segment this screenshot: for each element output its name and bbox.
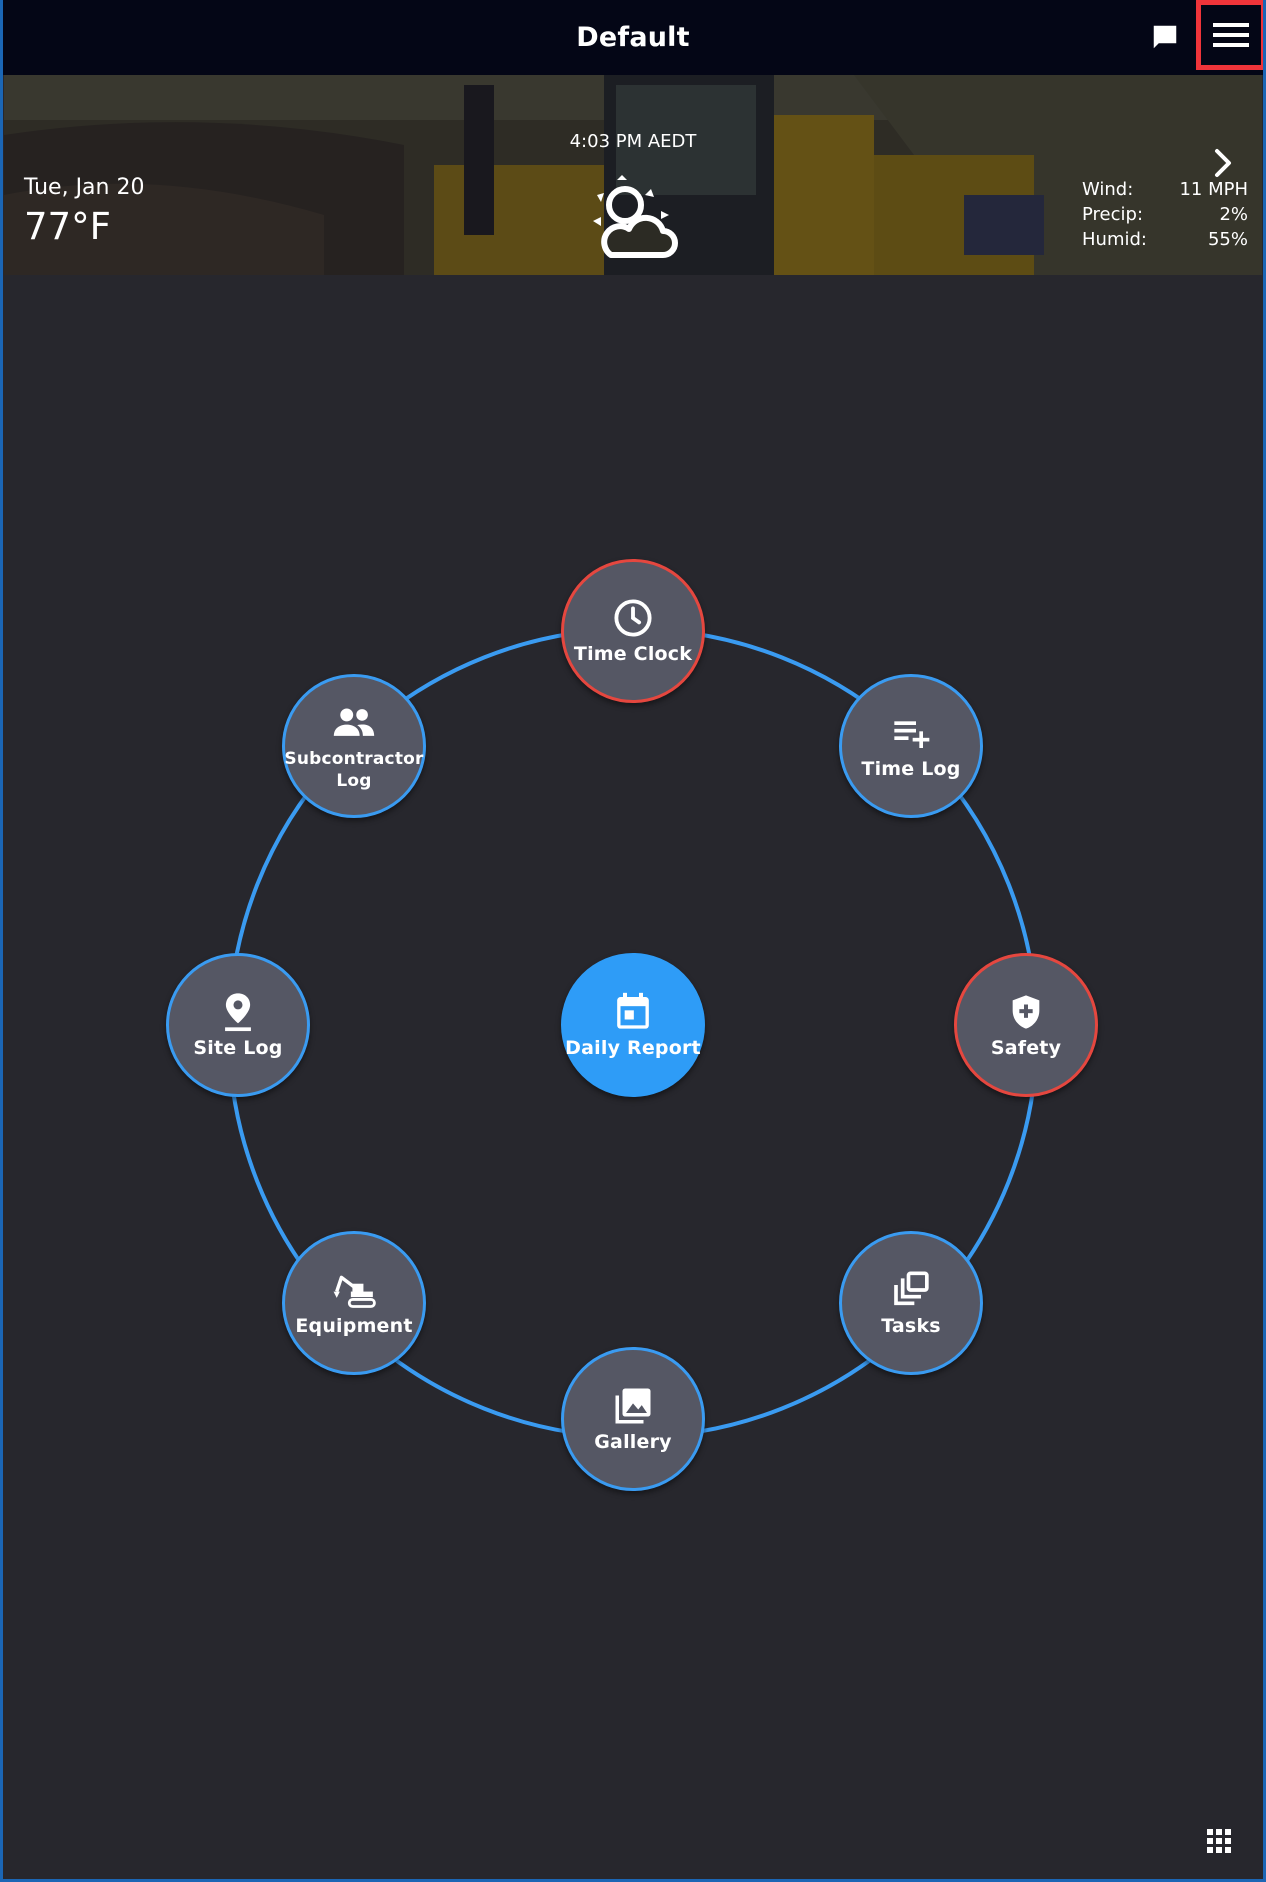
weather-temperature: 77°F bbox=[24, 205, 111, 248]
gallery-button[interactable]: Gallery bbox=[561, 1347, 705, 1491]
photo-library-icon bbox=[615, 1388, 651, 1424]
weather-time: 4:03 PM AEDT bbox=[569, 131, 697, 152]
equipment-button[interactable]: Equipment bbox=[282, 1231, 426, 1375]
chevron-right-icon[interactable] bbox=[1208, 145, 1238, 181]
map-pin-icon bbox=[225, 993, 251, 1032]
subcontractor-log-button[interactable]: Subcontractor Log bbox=[282, 674, 426, 818]
site-log-button[interactable]: Site Log bbox=[166, 953, 310, 1097]
playlist-add-icon bbox=[894, 721, 930, 748]
time-log-button[interactable]: Time Log bbox=[839, 674, 983, 818]
time-clock-button[interactable]: Time Clock bbox=[561, 559, 705, 703]
weather-stat-humid: Humid: 55% bbox=[1082, 229, 1248, 250]
clock-icon bbox=[614, 599, 652, 637]
weather-stat-wind: Wind: 11 MPH bbox=[1082, 179, 1248, 200]
shield-plus-icon bbox=[1012, 995, 1040, 1029]
people-icon bbox=[333, 707, 375, 736]
stacked-cards-icon bbox=[894, 1271, 929, 1306]
tasks-button[interactable]: Tasks bbox=[839, 1231, 983, 1375]
weather-stat-precip: Precip: 2% bbox=[1082, 204, 1248, 225]
page-title: Default bbox=[576, 22, 690, 53]
menu-button[interactable] bbox=[1196, 0, 1266, 70]
partly-cloudy-icon bbox=[593, 175, 678, 258]
weather-stats: Wind: 11 MPH Precip: 2% Humid: 55% bbox=[1082, 177, 1248, 252]
calendar-icon bbox=[617, 992, 649, 1029]
top-app-bar: Default bbox=[0, 0, 1266, 75]
apps-grid-icon[interactable] bbox=[1206, 1828, 1232, 1854]
safety-button[interactable]: Safety bbox=[954, 953, 1098, 1097]
construction-site-photo bbox=[4, 75, 1262, 275]
hamburger-menu-icon bbox=[1213, 23, 1249, 47]
chat-button[interactable] bbox=[1148, 20, 1182, 54]
weather-date: Tue, Jan 20 bbox=[24, 175, 145, 200]
weather-banner: 4:03 PM AEDT Tue, Jan 20 77°F Wind: 11 M… bbox=[4, 75, 1262, 275]
daily-report-button[interactable]: Daily Report bbox=[561, 953, 705, 1097]
chat-icon bbox=[1153, 25, 1177, 49]
excavator-icon bbox=[333, 1275, 376, 1308]
